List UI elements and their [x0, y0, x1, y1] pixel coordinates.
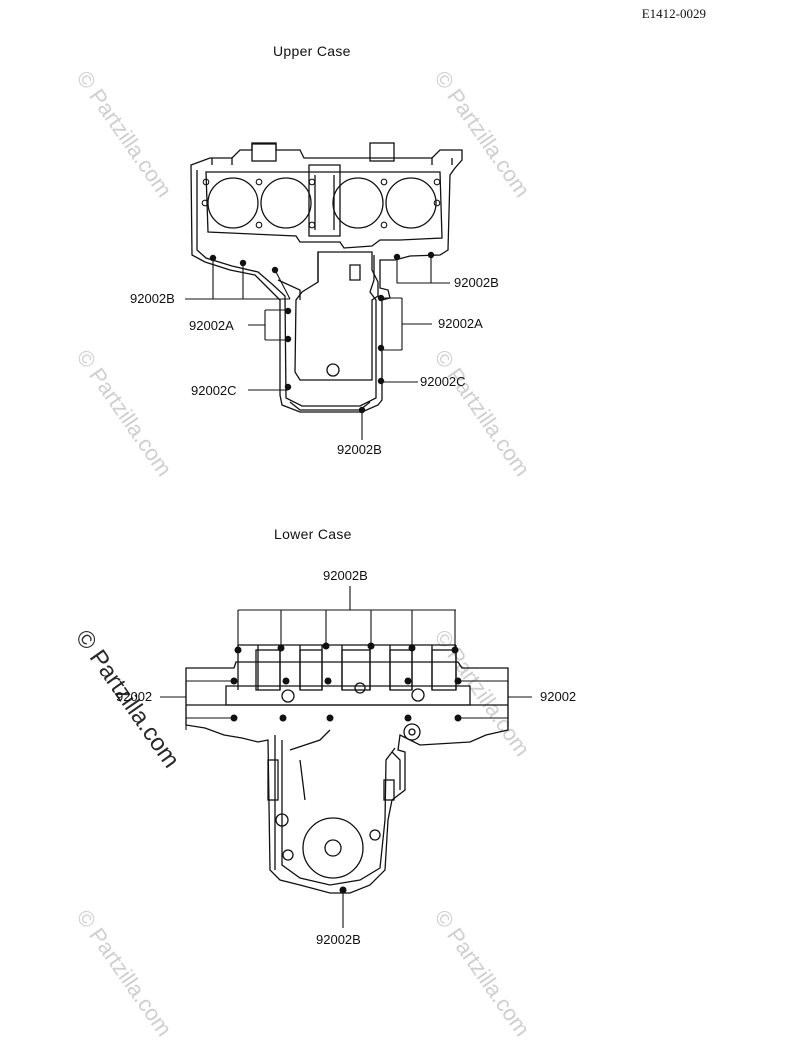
upper-label-92002b-left: 92002B: [130, 291, 175, 306]
upper-case-leader-lines: [185, 255, 450, 440]
lower-case-title: Lower Case: [274, 526, 352, 542]
lower-label-92002b-top: 92002B: [323, 568, 368, 583]
lower-case-leader-lines: [160, 586, 532, 928]
lower-case-drawing: [185, 644, 509, 894]
upper-case-title: Upper Case: [273, 43, 351, 59]
crankcase-bolt-pattern-diagram: [160, 142, 532, 928]
upper-label-92002a-left: 92002A: [189, 318, 234, 333]
lower-label-92002-right: 92002: [540, 689, 577, 704]
upper-label-92002b-right: 92002B: [454, 275, 499, 290]
upper-label-92002c-left: 92002C: [191, 383, 237, 398]
upper-label-92002b-bottom: 92002B: [337, 442, 382, 457]
lower-label-92002b-bottom: 92002B: [316, 932, 361, 947]
upper-label-92002c-right: 92002C: [420, 374, 466, 389]
figure-reference: E1412-0029: [641, 6, 706, 21]
upper-label-92002a-right: 92002A: [438, 316, 483, 331]
lower-case-bolts: [230, 642, 462, 894]
lower-label-92002-left: 92002: [116, 689, 153, 704]
upper-case-drawing: [190, 142, 463, 413]
